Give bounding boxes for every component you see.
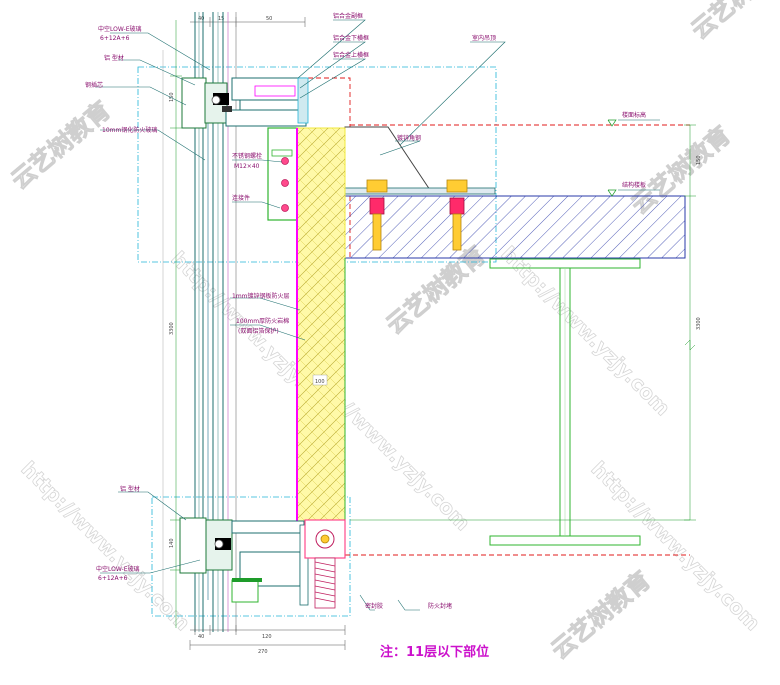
label-steel-sub-frame: 钢插芯 [85, 81, 103, 89]
callout-leaders [95, 19, 660, 611]
dim-top-c: 50 [266, 16, 272, 22]
label-connector: 连接件 [232, 194, 250, 202]
level-markers [607, 119, 617, 197]
dim-left-small-a: 150 [169, 92, 175, 102]
label-frame-lower: 铝 型材 [120, 485, 140, 493]
angle-steel [344, 126, 496, 195]
label-fire-glass: 10mm钢化防火玻璃 [102, 126, 157, 134]
label-top-right-1: 铝合金副框 [333, 12, 363, 20]
dim-top-b: 15 [218, 16, 224, 22]
bottom-dimension [189, 625, 346, 650]
label-insulated-glass-lower: 中空LOW-E玻璃 [96, 565, 140, 573]
label-bottom-trim: 防火封堵 [428, 602, 452, 610]
dim-bottom-a: 40 [198, 634, 204, 640]
right-dimension [350, 124, 696, 521]
label-bolt-set: 不锈钢螺栓 [232, 152, 262, 160]
label-rock-wool: 100mm厚防火岩棉 [236, 317, 289, 325]
bottom-embed-channel [304, 519, 346, 609]
dim-top-a: 40 [198, 16, 204, 22]
drawing-note: 注：11层以下部位 [380, 644, 489, 660]
label-steel-angle: 镀锌角钢 [397, 134, 421, 142]
concrete-slab [344, 195, 686, 259]
dim-left-small-b: 140 [169, 538, 175, 548]
top-dimension [190, 17, 306, 27]
label-top-right-2: 铝合金下横框 [333, 34, 369, 42]
dim-left-height: 3300 [169, 322, 175, 335]
label-floor-finish: 楼面标高 [622, 111, 646, 119]
label-rock-wool-note: (双面铝箔保护) [238, 327, 279, 335]
label-bottom-sealant: 密封胶 [365, 602, 383, 610]
label-fire-board: 1mm镀锌钢板防火层 [232, 292, 290, 300]
upper-transom-profile [181, 77, 309, 129]
dim-bottom-b: 120 [262, 634, 272, 640]
label-top-right-3: 铝合金上横框 [333, 51, 369, 59]
watermark-brand: 云艺树教育 [6, 96, 116, 195]
label-bolt-spec: M12×40 [234, 163, 260, 170]
label-floor-structure: 结构楼板 [622, 181, 646, 189]
label-frame-upper: 铝 型材 [104, 54, 124, 62]
dim-bottom-total: 270 [258, 649, 268, 655]
dim-mid-label: 100 [315, 379, 325, 385]
label-indoor-ceiling: 室内吊顶 [472, 34, 496, 42]
steel-i-beam [489, 258, 641, 546]
fire-insulation-infill [296, 127, 346, 524]
label-insulated-glass-upper: 中空LOW-E玻璃 [98, 25, 142, 33]
watermark-brand: 云艺树教育 [686, 0, 780, 45]
label-insulated-glass-upper-spec: 6+12A+6 [100, 35, 130, 42]
label-insulated-glass-lower-spec: 6+12A+6 [98, 575, 128, 582]
slab-anchors [366, 179, 468, 251]
dim-right-height: 3300 [696, 317, 702, 330]
watermark-brand: 云艺树教育 [546, 566, 656, 665]
watermark-layer: 云艺树教育 云艺树教育 云艺树教育 云艺树教育 云艺树教育 http://www… [5, 0, 780, 665]
dim-right-top: 150 [696, 155, 702, 165]
